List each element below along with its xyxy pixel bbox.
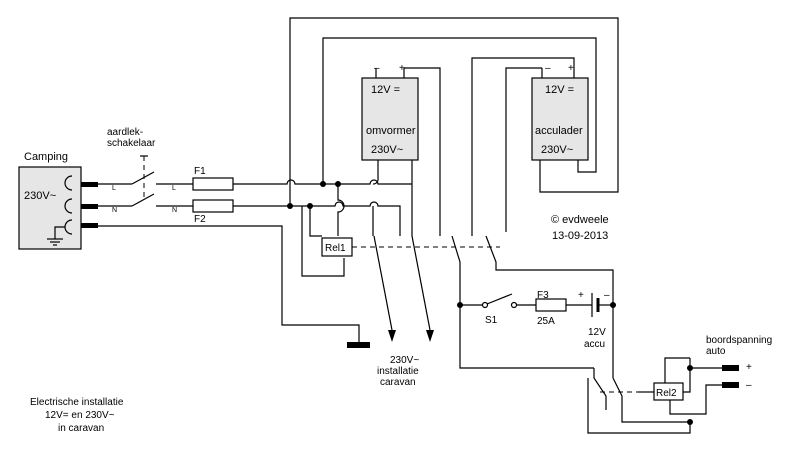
car-supply-label-2: auto (706, 346, 726, 357)
plug-pin-pe (81, 223, 98, 228)
earth-wire (54, 226, 65, 239)
switch-s1-label: S1 (485, 315, 498, 326)
camping-outlet (18, 166, 82, 250)
camping-box (18, 166, 82, 250)
car-supply-plus: + (746, 362, 752, 373)
junction (287, 203, 293, 209)
plug-pin-n (81, 204, 98, 209)
junction (320, 181, 326, 187)
rcd-pole-l: L (112, 185, 116, 192)
caption-line-3: in caravan (58, 423, 104, 434)
car-supply-minus: – (746, 380, 752, 391)
rcd-label-2: schakelaar (107, 138, 156, 149)
inverter-output: 230V~ (371, 144, 403, 156)
inverter-plus: + (399, 63, 405, 74)
inverter-name: omvormer (366, 125, 416, 137)
fuse-f1-label: F1 (194, 166, 206, 177)
rcd-label-1: aardlek- (107, 127, 143, 138)
fuse-f3 (535, 298, 567, 312)
credit-author: © evdweele (551, 214, 609, 226)
fuse-f3-label: F3 (537, 290, 549, 301)
car-plug-plus (722, 365, 739, 371)
inverter-box (361, 77, 419, 161)
ground-bar (347, 342, 370, 348)
caravan-label-2: caravan (380, 377, 416, 388)
charger-box (531, 77, 589, 161)
relay-rel1-label: Rel1 (325, 243, 346, 254)
caption-line-2: 12V= en 230V~ (45, 410, 115, 421)
inverter-input: 12V = (371, 84, 400, 96)
fuse-f3-rating: 25A (537, 316, 555, 327)
charger-name: acculader (535, 125, 583, 137)
main-wiring (98, 17, 619, 378)
battery-voltage: 12V (588, 327, 606, 338)
credit-date: 13-09-2013 (552, 230, 608, 242)
relay2-circuit (587, 357, 722, 434)
rcd-pole-n: N (112, 207, 117, 214)
junction (335, 181, 341, 187)
rcd-out-n: N (172, 207, 177, 214)
car-plug-minus (722, 382, 739, 388)
fuse-f2 (192, 199, 234, 213)
inverter-minus: – (374, 63, 380, 74)
relay-rel2 (653, 382, 684, 401)
camping-voltage: 230V~ (24, 190, 56, 202)
plug-pin-l (81, 182, 98, 187)
charger-input: 230V~ (541, 144, 573, 156)
battery-minus: – (604, 290, 610, 301)
charger-minus: – (545, 63, 551, 74)
fuse-f2-label: F2 (194, 214, 206, 225)
earth-leakage-switch (98, 155, 193, 207)
charger-plus: + (568, 63, 574, 74)
battery-name: accu (584, 339, 605, 350)
socket-contact-l (64, 175, 73, 191)
battery-plus: + (578, 290, 584, 301)
junction (307, 203, 313, 209)
socket-contact-n (64, 198, 73, 214)
car-supply-label-1: boordspanning (706, 335, 772, 346)
camping-label: Camping (24, 151, 68, 163)
charger-output: 12V = (545, 84, 574, 96)
fuse-f1 (192, 177, 234, 191)
caption-line-1: Electrische installatie (30, 397, 124, 408)
caravan-arrows (388, 330, 434, 342)
caravan-label-1: installatie (377, 366, 419, 377)
earth-symbol (47, 238, 63, 246)
dc-circuit (460, 293, 613, 317)
relay-rel2-label: Rel2 (656, 388, 677, 399)
rcd-out-l: L (172, 185, 176, 192)
caravan-voltage: 230V~ (390, 355, 419, 366)
